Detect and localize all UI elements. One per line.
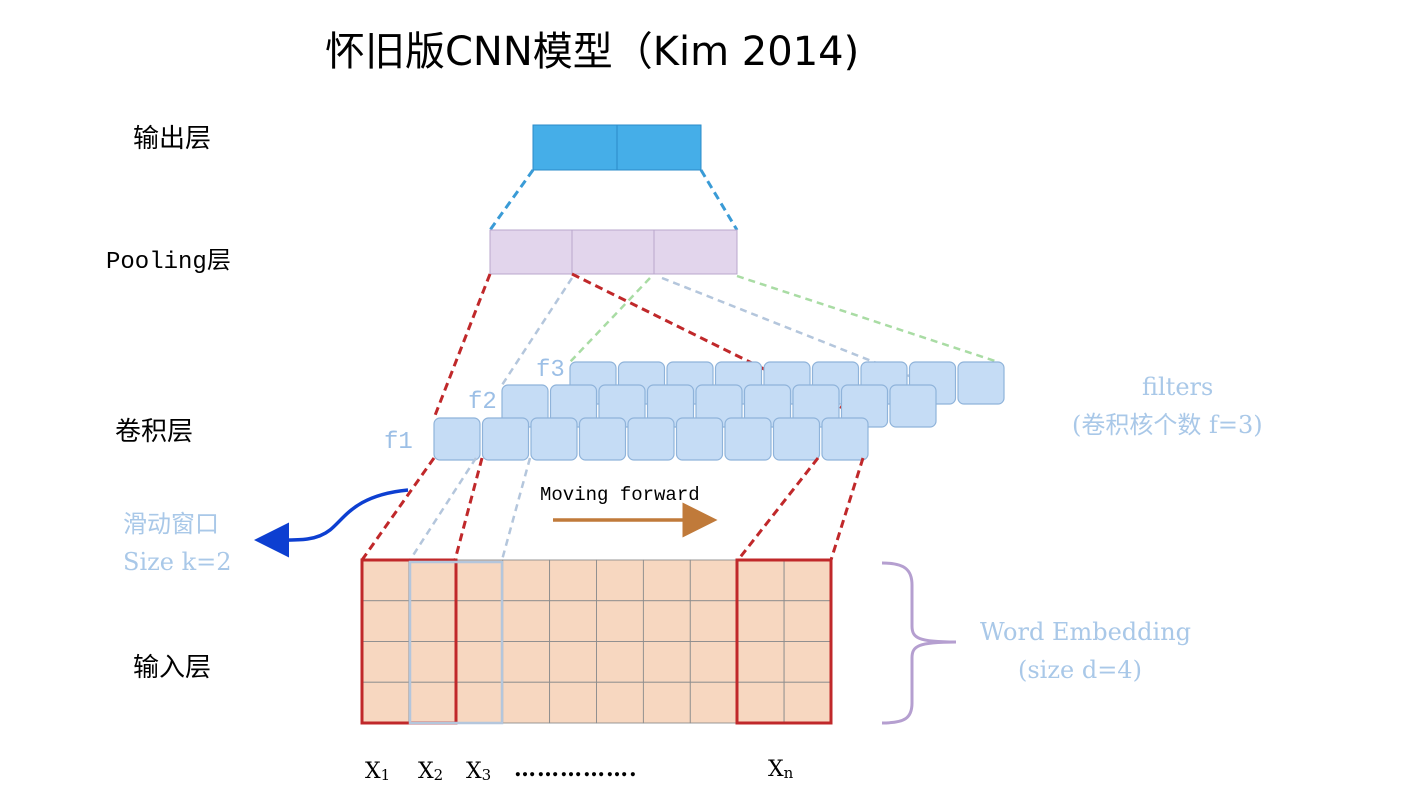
- pooling-node-1: [489, 229, 573, 275]
- token-x3: X3: [466, 759, 491, 784]
- input-cell: [361, 681, 410, 724]
- filter-f1-row: [433, 417, 869, 461]
- filter-f1-cell: [772, 417, 821, 461]
- input-cell: [736, 600, 785, 642]
- input-layer-label: 输入层: [133, 653, 211, 683]
- embedding-size-label: (size d=4): [1018, 656, 1142, 684]
- input-cell: [642, 641, 691, 683]
- diagram-title: 怀旧版CNN模型（Kim 2014): [325, 29, 859, 75]
- f1-input-connector-6: [829, 457, 865, 561]
- input-cell: [455, 600, 504, 642]
- filter-f1-cell: [578, 417, 627, 461]
- filter-f1-cell: [433, 417, 481, 461]
- filters-label: filters: [1142, 373, 1213, 401]
- input-cell: [455, 641, 504, 683]
- input-cell: [502, 641, 551, 683]
- f1-input-connector-3: [408, 457, 478, 561]
- input-cell: [689, 600, 738, 642]
- output-node-2: [616, 124, 702, 171]
- input-cell: [408, 681, 457, 724]
- input-cell: [549, 600, 597, 642]
- f1-input-connector-5: [736, 457, 820, 561]
- output-layer: [532, 124, 702, 171]
- input-cell: [596, 600, 644, 642]
- output-layer-label: 输出层: [133, 124, 211, 154]
- input-cell: [549, 641, 597, 683]
- filter-f1-cell: [724, 417, 772, 461]
- pooling-layer-label: Pooling层: [106, 249, 231, 276]
- sliding-window-arrow: [254, 488, 409, 558]
- pool-f1-connector-right: [571, 272, 864, 420]
- input-cell: [736, 559, 785, 602]
- filter-f2-label: f2: [468, 389, 497, 416]
- input-cell: [642, 559, 691, 602]
- sliding-window-label: 滑动窗口: [123, 510, 219, 538]
- filter-f1-cell: [675, 417, 724, 461]
- embedding-brace: [881, 561, 957, 725]
- input-cell: [361, 641, 410, 683]
- output-connector-left: [488, 169, 535, 231]
- output-node-1: [532, 124, 618, 171]
- input-cell: [596, 559, 644, 602]
- pool-f3-connector-left: [569, 277, 651, 363]
- input-cell: [642, 681, 691, 724]
- filter-f2-cell: [889, 384, 937, 428]
- pooling-node-2: [571, 229, 655, 275]
- filter-f1-cell: [530, 417, 578, 461]
- input-cell: [455, 681, 504, 724]
- input-cell: [783, 600, 832, 642]
- input-cell: [596, 681, 644, 724]
- filter-f3-cell: [957, 361, 1005, 405]
- input-cell: [408, 641, 457, 683]
- input-cell: [408, 600, 457, 642]
- moving-forward-label: Moving forward: [540, 484, 700, 506]
- window-size-label: Size k=2: [123, 548, 232, 576]
- f1-input-connector-1: [360, 457, 436, 561]
- f1-input-connector-4: [500, 457, 532, 561]
- filter-f1-cell: [821, 417, 869, 461]
- input-cell: [689, 681, 738, 724]
- token-x2: X2: [418, 759, 443, 784]
- input-cell: [549, 681, 597, 724]
- input-cell: [361, 559, 410, 602]
- pooling-node-3: [653, 229, 738, 275]
- output-connector-right: [699, 169, 739, 231]
- filter-f1-cell: [627, 417, 675, 461]
- f1-input-connector-2: [453, 457, 484, 561]
- input-cell: [502, 681, 551, 724]
- window-outline-second: [408, 560, 504, 725]
- filter-f1-cell: [481, 417, 530, 461]
- input-cell: [408, 559, 457, 602]
- word-embedding-label: Word Embedding: [980, 618, 1191, 646]
- filter-f3-label: f3: [536, 357, 565, 384]
- filters-count-label: (卷积核个数 f=3): [1072, 411, 1263, 439]
- pool-f2-connector-left: [500, 277, 574, 386]
- input-embedding-grid: [361, 559, 832, 724]
- token-x1: X1: [365, 759, 390, 784]
- input-cell: [455, 559, 504, 602]
- token-ellipsis: …………….: [514, 756, 638, 782]
- input-cell: [783, 681, 832, 724]
- filter-f1-label: f1: [384, 429, 413, 456]
- input-cell: [736, 641, 785, 683]
- input-cell: [502, 600, 551, 642]
- token-xn: Xn: [768, 757, 794, 782]
- window-outline-last: [735, 558, 833, 725]
- pool-f3-connector-right: [736, 274, 999, 364]
- input-cell: [783, 559, 832, 602]
- input-cell: [502, 559, 551, 602]
- input-cell: [361, 600, 410, 642]
- input-cell: [783, 641, 832, 683]
- input-cell: [549, 559, 597, 602]
- input-cell: [689, 559, 738, 602]
- input-cell: [596, 641, 644, 683]
- input-cell: [689, 641, 738, 683]
- conv-layer-label: 卷积层: [115, 417, 193, 447]
- pooling-layer: [489, 229, 738, 275]
- input-cell: [736, 681, 785, 724]
- input-cell: [642, 600, 691, 642]
